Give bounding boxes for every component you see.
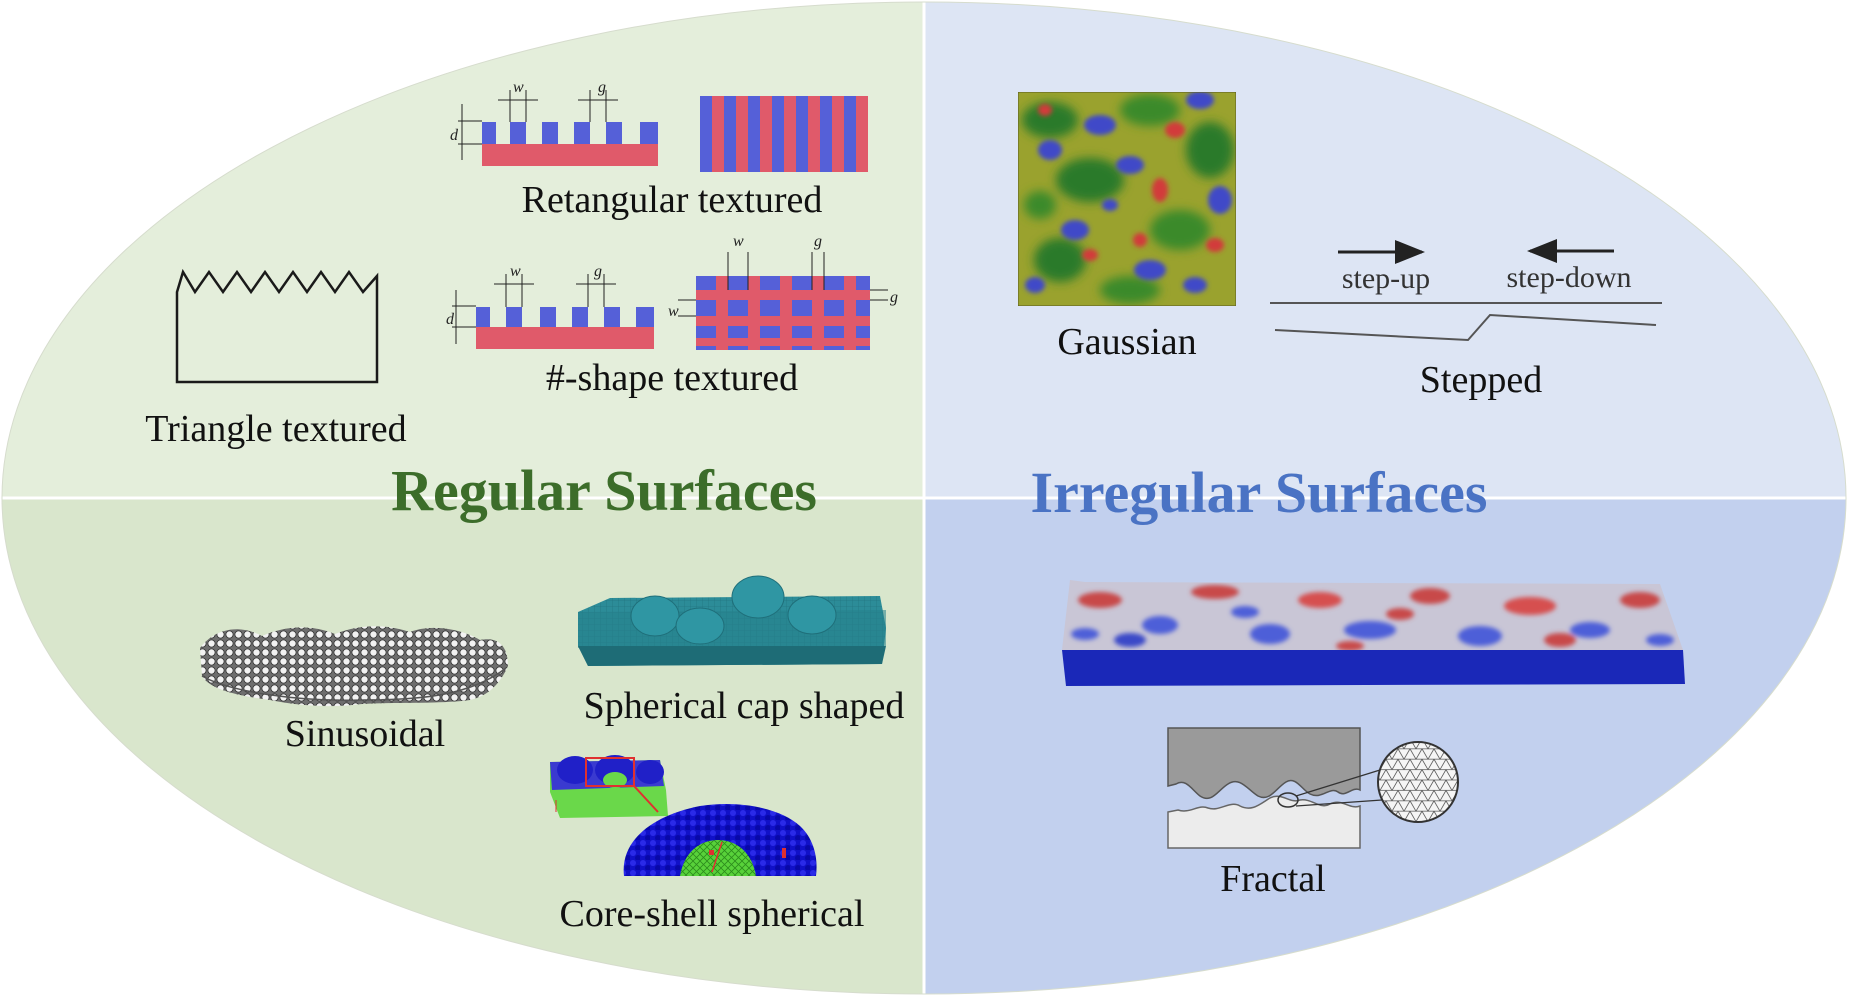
hash-side-w-label: w (668, 303, 679, 320)
stepped-label: Stepped (1420, 359, 1542, 401)
dim-g-label: g (598, 79, 606, 96)
spherical-cap-label: Spherical cap shaped (584, 685, 905, 727)
step-down-label: step-down (1507, 261, 1632, 294)
hash-top-w-label: w (733, 233, 744, 250)
rectangular-textured-label: Retangular textured (522, 179, 823, 221)
hash-profile: d w g (446, 263, 654, 349)
step-up-label: step-up (1342, 262, 1430, 295)
hash-dim-w-label: w (510, 263, 521, 280)
core-shell-substrate-view (550, 755, 668, 818)
sinusoidal-label: Sinusoidal (285, 713, 445, 755)
gaussian-figure: Gaussian (1018, 92, 1236, 363)
stepped-profile-line (1274, 313, 1657, 342)
core-shell-label: Core-shell spherical (560, 893, 865, 935)
triangle-profile-outline (175, 268, 379, 384)
hash-dim-g-label: g (594, 263, 602, 280)
spherical-cap-figure: Spherical cap shaped (578, 575, 905, 727)
gaussian-heatmap (1018, 92, 1236, 306)
triangle-textured-label: Triangle textured (145, 408, 406, 450)
irregular-bottom-quadrant (924, 498, 1846, 994)
stepped-figure: step-up step-down Stepped (1270, 239, 1662, 401)
hash-top-g-label: g (814, 233, 822, 250)
hash-side-g-label: g (890, 289, 898, 306)
rough-surface-slab (1062, 580, 1685, 686)
hash-shape-textured-figure: d w g w g w (446, 233, 898, 399)
sinusoidal-figure: Sinusoidal (200, 626, 508, 755)
core-shell-particle-view (623, 804, 817, 876)
gaussian-label: Gaussian (1057, 321, 1196, 363)
hash-top-view: w g w g (668, 233, 898, 350)
rectangular-textured-figure: d w g Retangular textured (450, 79, 868, 221)
dim-w-label: w (513, 79, 524, 96)
sinusoidal-atom-slab (200, 626, 508, 707)
fractal-label: Fractal (1220, 858, 1326, 900)
regular-surfaces-title: Regular Surfaces (391, 458, 817, 523)
hash-shape-textured-label: #-shape textured (546, 357, 798, 399)
fractal-upper-block (1167, 727, 1361, 800)
core-shell-figure: Core-shell spherical (550, 755, 864, 935)
fractal-figure: Fractal (1167, 727, 1459, 900)
regular-top-quadrant (2, 2, 924, 498)
rectangular-profile: d w g (450, 79, 658, 166)
irregular-surfaces-title: Irregular Surfaces (1031, 460, 1488, 525)
rectangular-top-view (700, 96, 868, 172)
fractal-zoom-lens (1377, 741, 1459, 823)
dim-d-label: d (450, 127, 459, 144)
triangle-textured-figure: Triangle textured (145, 268, 407, 450)
hash-dim-d-label: d (446, 311, 455, 328)
